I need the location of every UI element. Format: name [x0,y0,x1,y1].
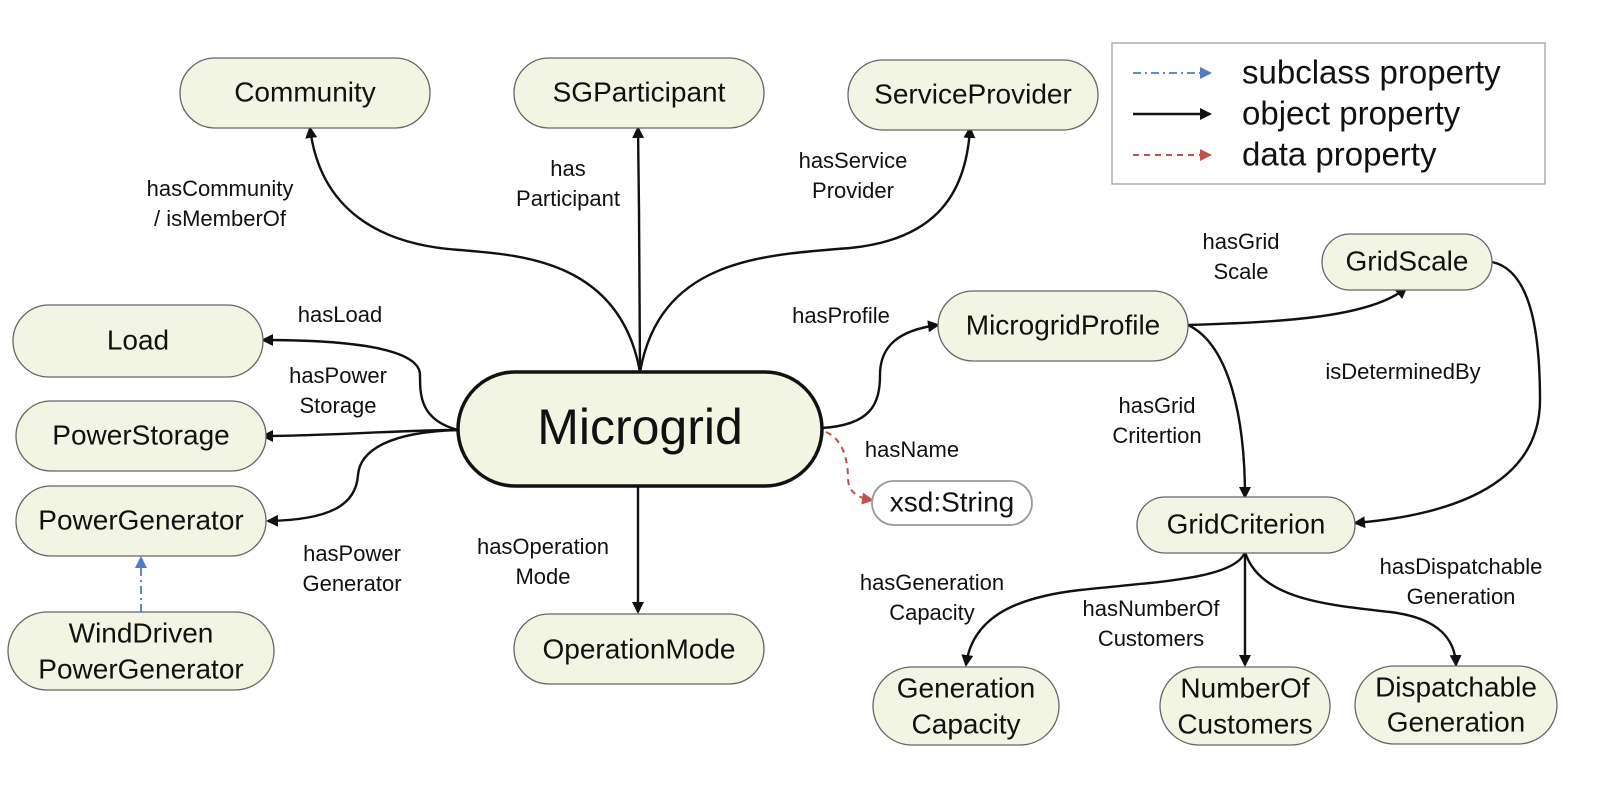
edge-hasserviceprovider [638,126,976,373]
edge-hasname [825,431,874,505]
node-community-label: Community [234,76,376,107]
node-dispatchablegeneration-label-line2: Generation [1387,706,1526,737]
label-haspowerstorage-line1: hasPower [289,363,387,388]
edge-hasgenerationcapacity [961,551,1247,667]
node-xsdstring-label: xsd:String [890,486,1015,517]
node-operationmode[interactable]: OperationMode [513,613,765,685]
node-powergenerator-label: PowerGenerator [38,504,243,535]
node-xsdstring[interactable]: xsd:String [871,480,1033,526]
edge-hascommunity [305,126,642,373]
node-sgparticipant-label: SGParticipant [553,76,726,107]
label-hasgenerationcapacity-line2: Capacity [889,600,975,625]
node-load[interactable]: Load [12,304,264,378]
node-numberofcustomers-label-line2: Customers [1177,708,1312,739]
node-microgrid[interactable]: Microgrid [456,370,824,488]
edge-hasdispatchablegeneration [1243,551,1462,667]
node-gridscale-label: GridScale [1346,245,1469,276]
node-dispatchablegeneration[interactable]: Dispatchable Generation [1354,665,1558,745]
label-hasserviceprovider-line1: hasService [799,148,908,173]
node-sgparticipant[interactable]: SGParticipant [513,57,765,129]
node-gridscale[interactable]: GridScale [1321,233,1493,291]
node-generationcapacity-label-line2: Capacity [912,708,1021,739]
node-winddriven-label-line1: WindDriven [69,617,214,648]
edge-hasparticipant [632,126,645,373]
node-microgridprofile[interactable]: MicrogridProfile [937,290,1189,362]
node-community[interactable]: Community [179,57,431,129]
label-hasparticipant-line2: Participant [516,186,620,211]
label-hascommunity-line1: hasCommunity [147,176,294,201]
node-powergenerator[interactable]: PowerGenerator [15,485,267,557]
edge-hasload [261,334,459,432]
node-powerstorage[interactable]: PowerStorage [15,400,267,472]
edge-isdeterminedby [1353,260,1542,529]
label-hasload: hasLoad [298,302,382,327]
edge-hasprofile [821,320,940,430]
node-load-label: Load [107,324,169,355]
node-numberofcustomers-label-line1: NumberOf [1180,672,1309,703]
label-hasnumberofcustomers-line2: Customers [1098,626,1204,651]
node-microgridprofile-label: MicrogridProfile [966,309,1161,340]
label-hasgridcritertion-line1: hasGrid [1118,393,1195,418]
node-operationmode-label: OperationMode [542,633,735,664]
legend: subclass property object property data p… [1111,42,1546,185]
node-serviceprovider[interactable]: ServiceProvider [847,59,1099,131]
label-hasname: hasName [865,437,959,462]
label-hasdispatchablegeneration-line2: Generation [1407,584,1516,609]
label-hasprofile: hasProfile [792,303,890,328]
label-hasserviceprovider-line2: Provider [812,178,894,203]
label-isdeterminedby: isDeterminedBy [1325,359,1480,384]
node-microgrid-label: Microgrid [537,399,743,455]
node-numberofcustomers[interactable]: NumberOf Customers [1159,666,1331,746]
label-hasgridscale-line1: hasGrid [1202,229,1279,254]
label-hasoperationmode-line2: Mode [515,564,570,589]
node-powerstorage-label: PowerStorage [52,419,229,450]
label-hasgenerationcapacity-line1: hasGeneration [860,570,1004,595]
node-winddrivenpowergenerator[interactable]: WindDriven PowerGenerator [7,611,275,691]
label-haspowergenerator-line2: Generator [302,571,401,596]
label-haspowergenerator-line1: hasPower [303,541,401,566]
edge-hasgridscale [1187,286,1408,327]
legend-subclass-label: subclass property [1242,54,1501,91]
label-hascommunity-line2: / isMemberOf [154,206,287,231]
label-hasdispatchablegeneration-line1: hasDispatchable [1380,554,1543,579]
label-hasoperationmode-line1: hasOperation [477,534,609,559]
edge-hasgridcritertion [1187,323,1251,499]
label-hasnumberofcustomers-line1: hasNumberOf [1083,596,1221,621]
node-generationcapacity-label-line1: Generation [897,672,1036,703]
node-dispatchablegeneration-label-line1: Dispatchable [1375,671,1537,702]
node-serviceprovider-label: ServiceProvider [874,78,1072,109]
edge-haspowergenerator [266,428,459,527]
label-haspowerstorage-line2: Storage [299,393,376,418]
legend-object-label: object property [1242,95,1461,132]
node-gridcriterion[interactable]: GridCriterion [1136,496,1356,554]
node-winddriven-label-line2: PowerGenerator [38,653,243,684]
label-hasparticipant-line1: has [550,156,585,181]
node-gridcriterion-label: GridCriterion [1167,508,1326,539]
label-hasgridcritertion-line2: Critertion [1112,423,1201,448]
node-generationcapacity[interactable]: Generation Capacity [872,666,1060,746]
legend-data-label: data property [1242,136,1437,173]
label-hasgridscale-line2: Scale [1213,259,1268,284]
